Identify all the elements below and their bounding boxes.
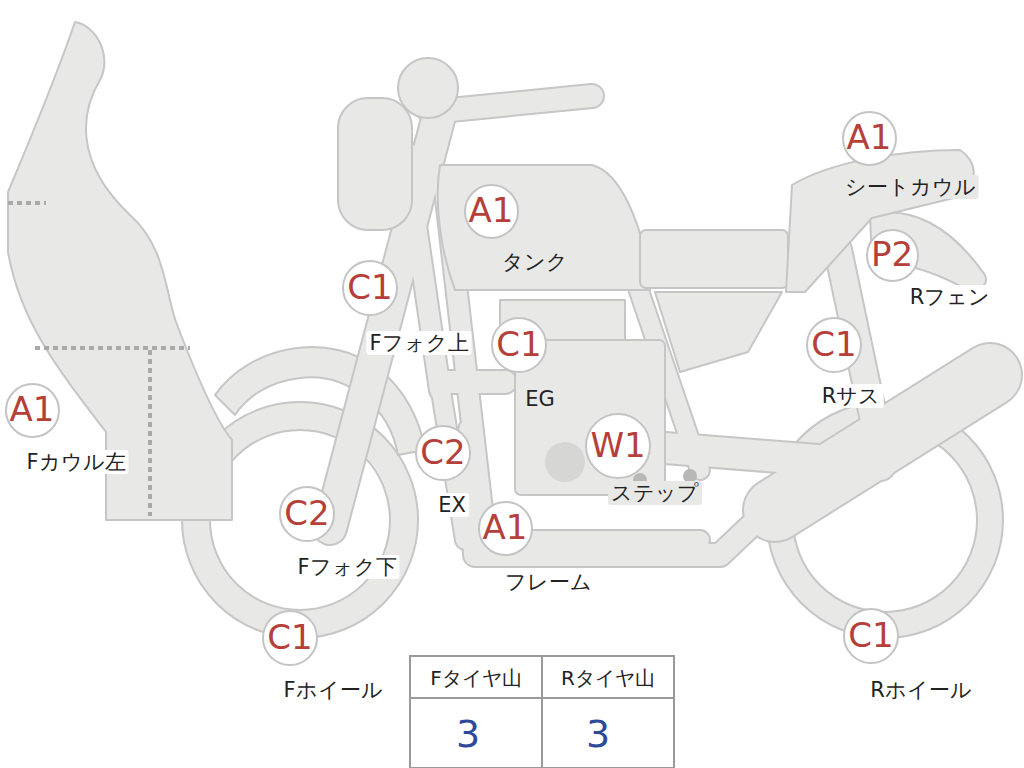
side-cover <box>655 292 782 372</box>
tube <box>775 375 990 510</box>
part-name: タンク <box>499 250 571 274</box>
headlight <box>338 98 412 230</box>
tube-outline <box>775 375 990 510</box>
tube-outline <box>440 369 505 395</box>
part-name: フレーム <box>502 570 595 594</box>
part-name: Fホイール <box>280 678 385 702</box>
grade-circle: C1Rサス <box>806 317 862 373</box>
table-rule <box>541 656 543 768</box>
grade-code: A1 <box>469 193 514 227</box>
meter <box>398 58 458 118</box>
grade-circle: C1EG <box>491 317 547 373</box>
grade-code: A1 <box>483 510 528 544</box>
part-name: EG <box>522 387 558 411</box>
grade-circle: C2EX <box>415 425 471 481</box>
grade-code: C1 <box>811 327 856 361</box>
grade-circle: W1ステップ <box>585 413 651 479</box>
tire-table <box>410 656 674 768</box>
part-name: Fフォク下 <box>294 555 399 579</box>
frame-tubes <box>330 96 990 555</box>
part-name: Rホイール <box>867 678 975 702</box>
grade-code: A1 <box>847 120 892 154</box>
part-name: シートカウル <box>842 175 979 199</box>
grade-circle: A1タンク <box>464 184 519 239</box>
grade-code: C1 <box>267 620 312 654</box>
fuel-tank <box>438 165 650 290</box>
grade-circle: C1Rホイール <box>843 608 899 664</box>
cowl-section-line <box>35 346 190 350</box>
part-name: Fカウル左 <box>23 450 128 474</box>
table-header: Rタイヤ山 <box>561 668 655 688</box>
grade-code: A1 <box>10 392 55 426</box>
grade-code: W1 <box>590 428 645 462</box>
engine-cover <box>545 442 585 482</box>
grade-circle: A1シートカウル <box>842 111 897 166</box>
part-name: Rサス <box>819 384 884 408</box>
grade-circle: C1Fホイール <box>262 610 318 666</box>
part-name: Rフェン <box>907 285 994 309</box>
tread-value: 3 <box>586 715 610 753</box>
grade-circle: C1Fフォク上 <box>342 260 398 316</box>
grade-code: C1 <box>496 327 541 361</box>
front-fender <box>215 347 425 455</box>
grade-code: C2 <box>284 496 329 530</box>
grade-circle: P2Rフェン <box>866 229 919 282</box>
part-name: ステップ <box>608 481 702 505</box>
grade-circle: A1フレーム <box>478 501 533 556</box>
grade-code: C1 <box>848 618 893 652</box>
tread-value: 3 <box>456 715 480 753</box>
front-cowl <box>8 22 232 520</box>
grade-code: P2 <box>871 237 913 271</box>
cowl-section-line <box>8 201 46 205</box>
part-name: Fフォク上 <box>366 331 471 355</box>
cowl-section-line <box>148 350 152 516</box>
seat-cowl <box>786 150 974 292</box>
grade-circle: C2Fフォク下 <box>279 486 335 542</box>
grade-circle: A1Fカウル左 <box>5 383 60 438</box>
part-name: EX <box>435 493 469 517</box>
table-header: Fタイヤ山 <box>430 668 522 688</box>
grade-code: C2 <box>420 435 465 469</box>
tube <box>440 371 505 393</box>
grade-code: C1 <box>347 270 392 304</box>
seat <box>640 230 788 288</box>
